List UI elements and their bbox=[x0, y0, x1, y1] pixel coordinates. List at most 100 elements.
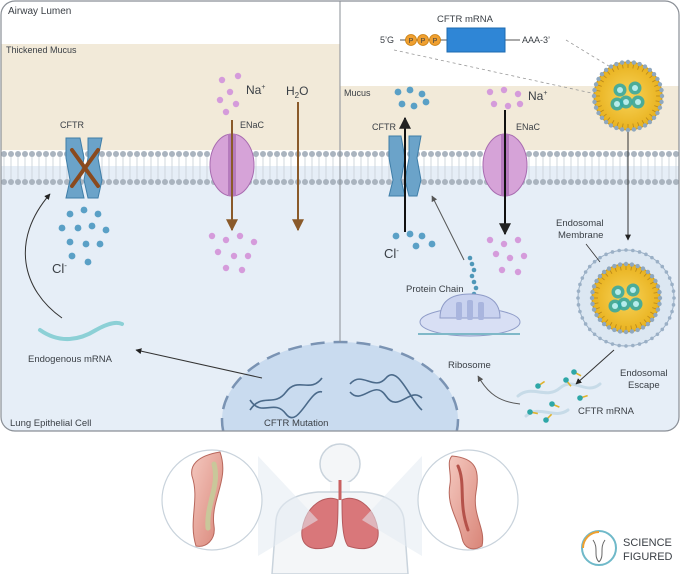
lipid-head bbox=[309, 179, 315, 185]
zoom-cone-right bbox=[362, 456, 422, 556]
lipid-head bbox=[657, 289, 662, 295]
lipid-head bbox=[614, 61, 619, 67]
lipid-head bbox=[638, 151, 644, 157]
endosome-lipid-head bbox=[604, 252, 608, 257]
lipid-head bbox=[561, 151, 567, 157]
lung-cell-label: Lung Epithelial Cell bbox=[10, 418, 91, 429]
chloride-ion bbox=[102, 226, 110, 234]
lipid-head bbox=[629, 329, 635, 334]
lipid-head bbox=[43, 179, 49, 185]
chloride-ion bbox=[82, 240, 90, 248]
endosome-lipid-head bbox=[672, 296, 676, 300]
chloride-ion bbox=[422, 98, 430, 106]
chloride-ion bbox=[392, 232, 400, 240]
five-prime-cap: P P P bbox=[405, 34, 441, 46]
lipid-head bbox=[57, 179, 63, 185]
lipid-head bbox=[463, 151, 469, 157]
lipid-head bbox=[631, 127, 637, 132]
lipid-head bbox=[379, 151, 385, 157]
lipid-head bbox=[302, 151, 308, 157]
lipid-head bbox=[540, 151, 546, 157]
lipid-head bbox=[642, 123, 648, 128]
lipid-head bbox=[591, 284, 597, 289]
lipid-head bbox=[608, 123, 614, 128]
lipid-head bbox=[589, 151, 595, 157]
chloride-ion bbox=[80, 206, 88, 214]
lipid-head bbox=[589, 295, 595, 301]
lipid-head bbox=[36, 151, 42, 157]
endosome-lipid-head bbox=[576, 296, 580, 300]
lipid-head bbox=[302, 179, 308, 185]
mrna-cargo-core bbox=[612, 303, 618, 309]
cap-letter-3: P bbox=[433, 38, 438, 45]
lipid-head bbox=[316, 151, 322, 157]
lipid-head bbox=[554, 179, 560, 185]
endosome-lipid-head bbox=[660, 264, 665, 269]
endogenous-mrna-strand bbox=[38, 320, 124, 341]
lipid-head bbox=[526, 179, 532, 185]
amino-acid bbox=[473, 285, 479, 291]
lipid-head bbox=[624, 151, 630, 157]
lipid-head bbox=[190, 179, 196, 185]
lipid-head bbox=[351, 179, 357, 185]
translation-arrow-left bbox=[24, 193, 63, 319]
endosome-lipid-head bbox=[580, 276, 585, 280]
lipid-head bbox=[582, 179, 588, 185]
lipid-head bbox=[309, 151, 315, 157]
lipid-head bbox=[619, 127, 625, 132]
chloride-ion bbox=[418, 232, 426, 240]
lipid-head bbox=[29, 151, 35, 157]
lipid-head bbox=[127, 151, 133, 157]
chloride-ion bbox=[94, 210, 102, 218]
lipid-head bbox=[563, 377, 569, 383]
lipid-head bbox=[625, 59, 631, 65]
sodium-ions-right-top bbox=[486, 86, 524, 110]
cftr-left-label: CFTR bbox=[60, 120, 84, 130]
lipid-head bbox=[281, 151, 287, 157]
lipid-head bbox=[612, 263, 617, 269]
lipid-head bbox=[57, 151, 63, 157]
mrna-cargo-core bbox=[621, 301, 627, 307]
lipid-head bbox=[589, 179, 595, 185]
lipid-head bbox=[645, 321, 651, 327]
lipid-head bbox=[316, 179, 322, 185]
sodium-ions-left-top bbox=[216, 72, 242, 116]
sodium-ion bbox=[498, 266, 506, 274]
zoom-line-1 bbox=[393, 49, 597, 95]
lipid-head bbox=[540, 179, 546, 185]
endosome-lipid-head bbox=[671, 303, 676, 307]
lipid-head bbox=[288, 179, 294, 185]
lipid-head bbox=[568, 151, 574, 157]
sodium-ion bbox=[208, 232, 216, 240]
science-figured-logo: SCIENCE FIGURED bbox=[581, 530, 673, 566]
sodium-ions-left-bottom bbox=[208, 232, 258, 274]
sodium-ion bbox=[492, 250, 500, 258]
lipid-head bbox=[614, 125, 619, 131]
endosome-lipid-head bbox=[587, 264, 592, 269]
airway-zoom-healthy bbox=[417, 449, 519, 551]
lipid-head bbox=[597, 273, 603, 279]
cftr-channel-defective bbox=[65, 137, 103, 199]
endosome bbox=[576, 248, 676, 348]
lipid-head bbox=[642, 64, 648, 69]
lipid-head bbox=[169, 151, 175, 157]
lipid-head bbox=[624, 179, 630, 185]
endosome-lipid-head bbox=[667, 276, 672, 280]
sodium-ion bbox=[238, 266, 246, 274]
lipid-head bbox=[253, 151, 259, 157]
lipid-head bbox=[204, 151, 210, 157]
chloride-ion bbox=[96, 240, 104, 248]
lipid-head bbox=[657, 105, 663, 110]
lipid-head bbox=[637, 125, 642, 131]
sodium-ion bbox=[232, 100, 240, 108]
lipid-head bbox=[323, 151, 329, 157]
mrna-cargo-core bbox=[617, 87, 623, 93]
lipid-head bbox=[113, 179, 119, 185]
endosome-lipid-head bbox=[617, 248, 621, 253]
lipid-head bbox=[64, 179, 70, 185]
lipid-head bbox=[428, 151, 434, 157]
lipid-head bbox=[590, 289, 595, 295]
lipid-head bbox=[274, 179, 280, 185]
lipid-head bbox=[477, 179, 483, 185]
endosomal-membrane-label-2: Membrane bbox=[558, 230, 603, 241]
